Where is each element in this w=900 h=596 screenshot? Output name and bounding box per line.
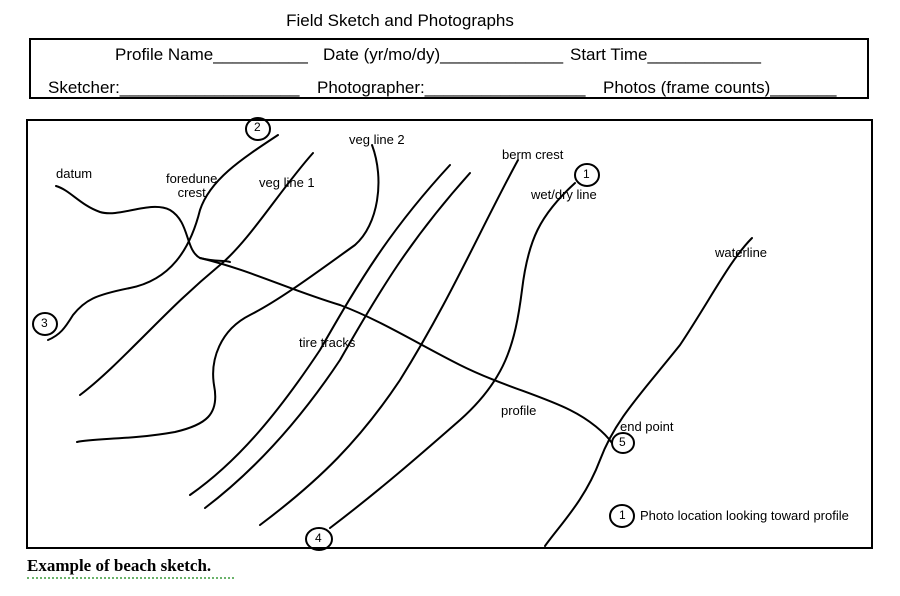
berm-crest-line	[259, 159, 519, 526]
waterline-line	[544, 237, 753, 547]
veg-line-2	[76, 144, 380, 443]
tire-tracks-label: tire tracks	[299, 335, 356, 350]
photo-marker-3-circle	[32, 312, 58, 336]
legend-text: Photo location looking toward profile	[640, 508, 849, 523]
photo-marker-5: 5	[619, 435, 626, 449]
figure-caption: Example of beach sketch.	[27, 556, 212, 575]
datum-label: datum	[56, 166, 93, 181]
legend-marker-circle	[609, 504, 635, 528]
foredune-crest-label: foredune crest	[166, 171, 218, 200]
photo-marker-1-circle	[574, 163, 600, 187]
header-form: Profile Name__________ Date (yr/mo/dy)__…	[29, 38, 869, 99]
start-time-field[interactable]: Start Time____________	[570, 45, 761, 64]
spellcheck-underline	[27, 577, 234, 579]
page-title: Field Sketch and Photographs	[286, 11, 514, 30]
veg-line-1	[79, 152, 314, 396]
photo-marker-5-circle	[611, 432, 635, 454]
photo-marker-2: 2	[254, 120, 261, 134]
tire-track-2	[204, 172, 471, 509]
date-field[interactable]: Date (yr/mo/dy)_____________	[323, 45, 564, 64]
sketcher-field[interactable]: Sketcher:___________________	[48, 78, 300, 97]
legend-marker: 1	[619, 508, 626, 522]
photos-field[interactable]: Photos (frame counts)_______	[603, 78, 837, 97]
end-point-label: end point	[620, 419, 674, 434]
photographer-field[interactable]: Photographer:_________________	[317, 78, 586, 97]
profile-label: profile	[501, 403, 537, 418]
wet-dry-line	[329, 182, 576, 529]
wet-dry-line-label: wet/dry line	[531, 187, 597, 202]
veg-line-2-label: veg line 2	[349, 132, 405, 147]
photo-marker-4: 4	[315, 531, 322, 545]
profile-name-field[interactable]: Profile Name__________	[115, 45, 308, 64]
waterline-label: waterline	[715, 245, 768, 260]
photo-marker-1: 1	[583, 167, 590, 181]
berm-crest-label: berm crest	[502, 147, 564, 162]
photo-marker-2-circle	[245, 117, 271, 141]
tire-track-1	[189, 164, 451, 496]
profile-line	[199, 257, 613, 444]
sketch-area	[26, 119, 873, 549]
photo-marker-3: 3	[41, 316, 48, 330]
photo-marker-4-circle	[305, 527, 333, 551]
veg-line-1-label: veg line 1	[259, 175, 315, 190]
foredune-crest-line	[47, 134, 279, 341]
